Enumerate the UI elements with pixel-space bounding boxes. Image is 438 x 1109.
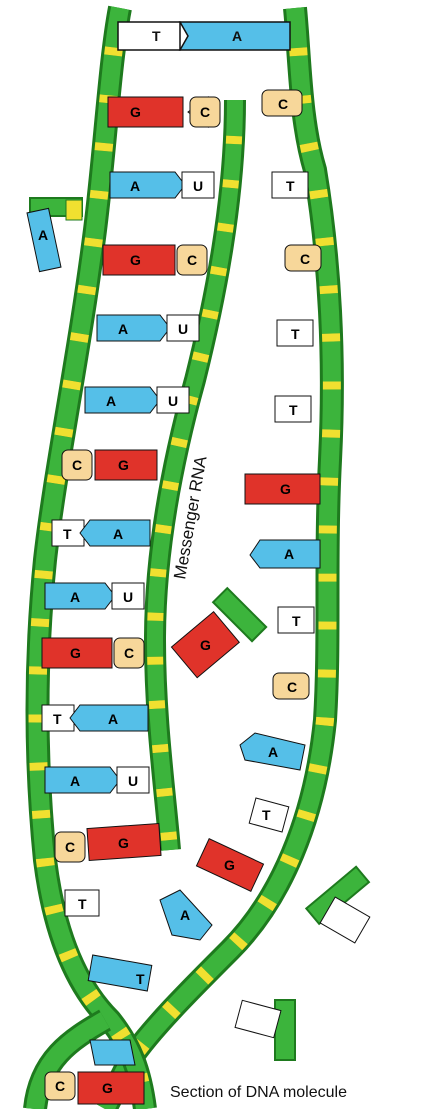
- free-nucleotide-empty-1: [306, 867, 370, 943]
- pair-12-left: C: [65, 839, 75, 855]
- pair-10-left: T: [53, 711, 62, 727]
- right-base-10: A: [268, 744, 278, 760]
- right-base-11: T: [262, 807, 271, 823]
- pair-11-left: A: [70, 773, 80, 789]
- pair-9-right: C: [124, 645, 134, 661]
- right-base-6: G: [280, 481, 291, 497]
- pair-11-right: U: [128, 773, 138, 789]
- pair-2-left: A: [130, 178, 140, 194]
- free-nucleotide-A2: A: [160, 890, 212, 940]
- right-base-8: T: [292, 613, 301, 629]
- right-base-3: C: [300, 251, 310, 267]
- right-base-4: T: [291, 326, 300, 342]
- pair-7-right: A: [113, 526, 123, 542]
- free-G-label: G: [200, 637, 211, 653]
- pair-8-left: A: [70, 589, 80, 605]
- right-base-9: C: [287, 679, 297, 695]
- pair-9-left: G: [70, 645, 81, 661]
- bottom-right-base: G: [102, 1080, 113, 1096]
- free-nucleotide-A: A: [27, 198, 82, 272]
- right-base-12: G: [224, 857, 235, 873]
- pair-5-left: A: [106, 393, 116, 409]
- pair-8-right: U: [123, 589, 133, 605]
- free-nucleotide-empty-2: [235, 1000, 295, 1060]
- pair-6-right: G: [118, 457, 129, 473]
- right-base-5: T: [289, 402, 298, 418]
- tail-base-1: T: [78, 896, 87, 912]
- top-left-base-label: T: [152, 28, 161, 44]
- free-nucleotide-G: G: [171, 588, 266, 678]
- top-base-pair: T A: [118, 22, 290, 50]
- bottom-left-base: C: [55, 1078, 65, 1094]
- pair-5-right: U: [168, 393, 178, 409]
- pair-1-right: C: [200, 104, 210, 120]
- pair-3-right: C: [187, 252, 197, 268]
- right-base-7: A: [284, 546, 294, 562]
- right-base-2: T: [286, 178, 295, 194]
- pair-3-left: G: [130, 252, 141, 268]
- pair-1-left: G: [130, 104, 141, 120]
- pair-6-left: C: [72, 457, 82, 473]
- right-base-1: C: [278, 96, 288, 112]
- pair-12-right: G: [118, 835, 129, 851]
- right-strand-bases: C T C T T G A T C A T G: [196, 90, 321, 891]
- free-A2-label: A: [180, 907, 190, 923]
- top-right-base-label: A: [232, 28, 242, 44]
- pair-4-right: U: [178, 321, 188, 337]
- free-A-label: A: [38, 227, 48, 243]
- pair-4-left: A: [118, 321, 128, 337]
- pair-7-left: T: [63, 526, 72, 542]
- tail-base-2: T: [136, 971, 145, 987]
- pair-2-right: U: [193, 178, 203, 194]
- figure-caption: Section of DNA molecule: [170, 1084, 347, 1101]
- pair-10-right: A: [108, 711, 118, 727]
